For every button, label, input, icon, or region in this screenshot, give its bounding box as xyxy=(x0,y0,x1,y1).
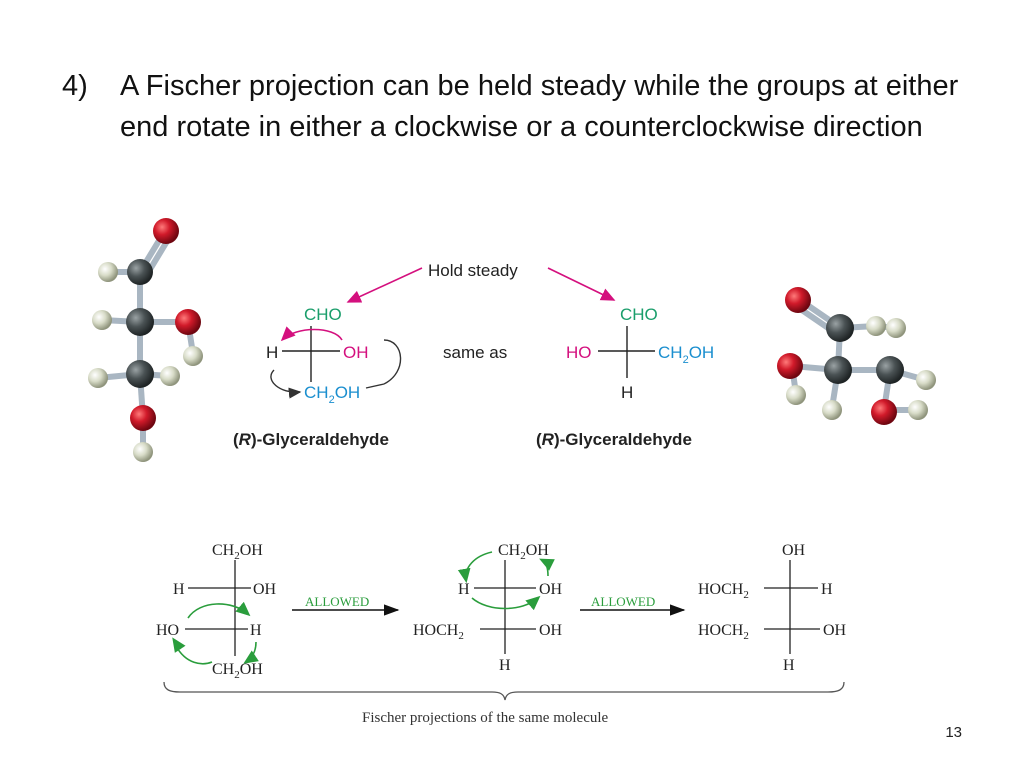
svg-text:HOCH2: HOCH2 xyxy=(413,622,464,642)
ball-stick-model-left xyxy=(88,218,203,462)
carbon-atom xyxy=(126,360,154,388)
svg-text:OH: OH xyxy=(539,622,563,639)
left-h: H xyxy=(266,343,278,362)
hydrogen-atom xyxy=(92,310,112,330)
hydrogen-atom xyxy=(866,316,886,336)
projection-3: OH HOCH2 H HOCH2 OH H xyxy=(698,542,847,674)
svg-text:OH: OH xyxy=(782,542,806,559)
svg-text:H: H xyxy=(499,657,511,674)
svg-text:H: H xyxy=(458,581,470,598)
carbon-atom xyxy=(824,356,852,384)
hold-steady-arrow-right xyxy=(547,267,616,301)
hydrogen-atom xyxy=(88,368,108,388)
right-caption: (R)-Glyceraldehyde xyxy=(536,430,692,449)
svg-text:CH2OH: CH2OH xyxy=(212,661,263,681)
right-top-cho: CHO xyxy=(620,305,658,324)
svg-text:H: H xyxy=(250,622,262,639)
left-oh: OH xyxy=(343,343,369,362)
hydrogen-atom xyxy=(916,370,936,390)
oxygen-atom xyxy=(777,353,803,379)
rotation-arrow-magenta xyxy=(280,326,343,342)
right-h: H xyxy=(621,383,633,402)
oxygen-atom xyxy=(175,309,201,335)
hydrogen-atom xyxy=(908,400,928,420)
projection-2: CH2OH H OH HOCH2 OH H xyxy=(413,542,563,674)
grouping-brace xyxy=(163,681,845,701)
svg-text:OH: OH xyxy=(539,581,563,598)
carbon-atom xyxy=(127,259,153,285)
hydrogen-atom xyxy=(160,366,180,386)
hydrogen-atom xyxy=(886,318,906,338)
projection-1: CH2OH H OH HO H CH2OH xyxy=(156,542,277,681)
lower-caption: Fischer projections of the same molecule xyxy=(362,710,609,726)
svg-text:CH2OH: CH2OH xyxy=(212,542,263,562)
ball-stick-model-right xyxy=(777,287,936,425)
green-rotation-arrow xyxy=(187,601,251,619)
hold-steady-arrow-left xyxy=(346,267,423,303)
hydrogen-atom xyxy=(786,385,806,405)
svg-text:H: H xyxy=(821,581,833,598)
svg-text:HOCH2: HOCH2 xyxy=(698,581,749,601)
right-ch2oh: CH2OH xyxy=(658,343,714,366)
slide-number: 13 xyxy=(945,724,962,741)
svg-text:CH2OH: CH2OH xyxy=(498,542,549,562)
carbon-atom xyxy=(876,356,904,384)
oxygen-atom xyxy=(785,287,811,313)
svg-text:HO: HO xyxy=(156,622,179,639)
upper-fischer-figure: Hold steady CHO H OH CH2OH (R)-Glycerald… xyxy=(233,261,714,449)
svg-text:OH: OH xyxy=(253,581,277,598)
right-ho: HO xyxy=(566,343,592,362)
bullet-number: 4) xyxy=(62,70,88,102)
oxygen-atom xyxy=(153,218,179,244)
oxygen-atom xyxy=(871,399,897,425)
rotation-arrow-left xyxy=(270,369,302,399)
green-rotation-arrow xyxy=(457,551,493,584)
oxygen-atom xyxy=(130,405,156,431)
lower-fischer-figure: CH2OH H OH HO H CH2OH ALLOWED CH2OH H OH… xyxy=(156,542,847,726)
hydrogen-atom xyxy=(133,442,153,462)
hydrogen-atom xyxy=(822,400,842,420)
same-as-label: same as xyxy=(443,343,507,362)
green-rotation-arrow xyxy=(243,641,259,664)
left-caption: (R)-Glyceraldehyde xyxy=(233,430,389,449)
green-rotation-arrow xyxy=(539,558,555,577)
allowed-label-1: ALLOWED xyxy=(305,594,369,609)
svg-text:HOCH2: HOCH2 xyxy=(698,622,749,642)
left-top-cho: CHO xyxy=(304,305,342,324)
svg-text:H: H xyxy=(783,657,795,674)
green-rotation-arrow xyxy=(175,645,213,665)
svg-text:OH: OH xyxy=(823,622,847,639)
allowed-label-2: ALLOWED xyxy=(591,594,655,609)
hold-steady-label: Hold steady xyxy=(428,261,518,280)
left-bottom-ch2oh: CH2OH xyxy=(304,383,360,406)
rotation-arrow-right xyxy=(383,339,402,385)
bullet-text: A Fischer projection can be held steady … xyxy=(120,70,959,143)
hydrogen-atom xyxy=(183,346,203,366)
carbon-atom xyxy=(126,308,154,336)
svg-text:H: H xyxy=(173,581,185,598)
hydrogen-atom xyxy=(98,262,118,282)
carbon-atom xyxy=(826,314,854,342)
green-rotation-arrow xyxy=(471,595,541,611)
